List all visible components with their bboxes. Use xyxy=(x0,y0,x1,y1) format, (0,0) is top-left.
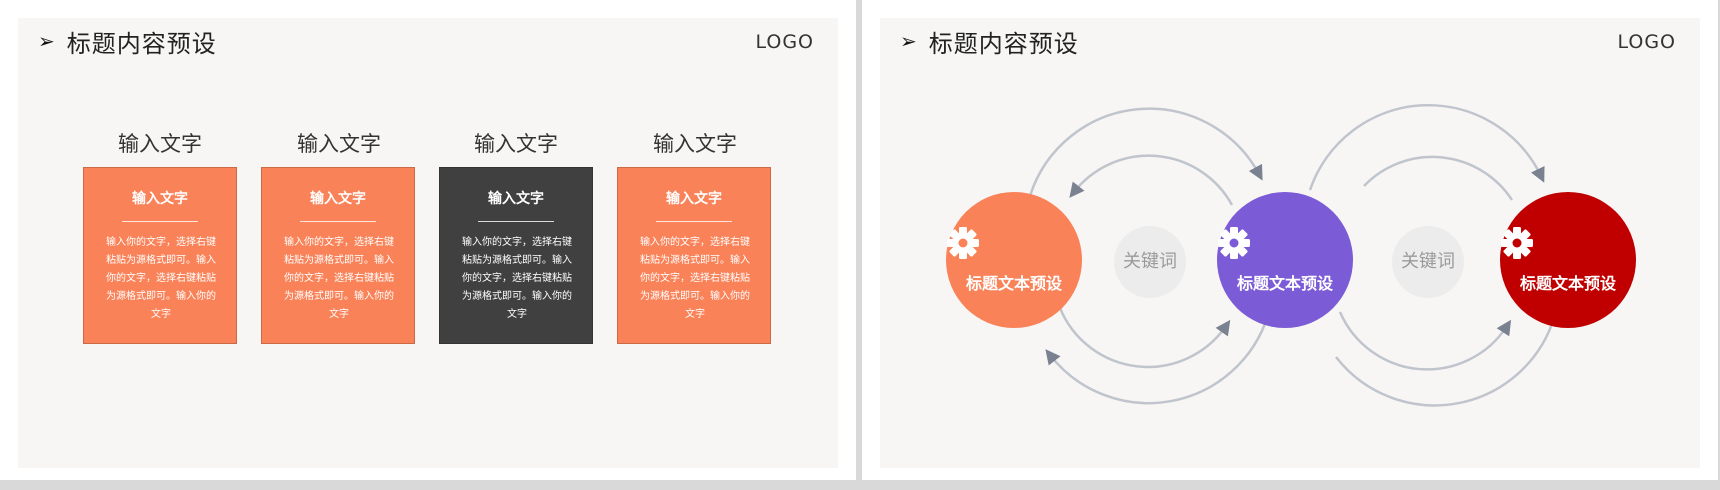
card-divider xyxy=(656,221,732,222)
arc-outer-bottom-1 xyxy=(1045,314,1270,405)
arrow-icon: ➢ xyxy=(900,29,917,53)
topic-circle: 标题文本预设 xyxy=(1217,192,1353,328)
text-card: 输入文字 输入你的文字，选择右键粘贴为源格式即可。输入你的文字，选择右键粘贴为源… xyxy=(439,167,593,344)
logo: LOGO xyxy=(755,31,814,53)
keyword-bubble: 关键词 xyxy=(1114,226,1186,298)
arrow-icon: ➢ xyxy=(38,29,55,53)
keyword-bubble: 关键词 xyxy=(1392,226,1464,298)
logo: LOGO xyxy=(1617,31,1676,53)
card-title: 输入文字 xyxy=(310,191,366,207)
slide-left: ➢ 标题内容预设 LOGO 输入文字 输入文字 输入文字 输入文字 输入文字 输… xyxy=(0,0,856,480)
text-card: 输入文字 输入你的文字，选择右键粘贴为源格式即可。输入你的文字，选择右键粘贴为源… xyxy=(617,167,771,344)
slide-title: 标题内容预设 xyxy=(928,29,1079,58)
circle-label: 标题文本预设 xyxy=(1236,274,1333,293)
gear-icon xyxy=(947,227,979,259)
text-card: 输入文字 输入你的文字，选择右键粘贴为源格式即可。输入你的文字，选择右键粘贴为源… xyxy=(83,167,237,344)
arc-outer-bottom-2 xyxy=(1335,317,1556,407)
arc-inner-bottom-2 xyxy=(1338,311,1512,371)
card-divider xyxy=(122,221,198,222)
column-heading: 输入文字 xyxy=(297,132,381,156)
column-heading: 输入文字 xyxy=(653,132,737,156)
connector-arcs xyxy=(1028,103,1556,407)
topic-circle: 标题文本预设 xyxy=(946,192,1082,328)
gear-icon xyxy=(1218,227,1250,259)
card-divider xyxy=(300,221,376,222)
card-title: 输入文字 xyxy=(132,191,188,207)
circle-label: 标题文本预设 xyxy=(965,274,1062,293)
arc-inner-bottom-1 xyxy=(1058,307,1231,369)
title-row: ➢ 标题内容预设 xyxy=(38,26,217,58)
topic-circle: 标题文本预设 xyxy=(1500,192,1636,328)
column-heading: 输入文字 xyxy=(118,132,202,156)
text-card: 输入文字 输入你的文字，选择右键粘贴为源格式即可。输入你的文字，选择右键粘贴为源… xyxy=(261,167,415,344)
slide-right: ➢ 标题内容预设 LOGO 关键词 关键词 xyxy=(862,0,1718,480)
gear-icon xyxy=(1501,227,1533,259)
slide-title: 标题内容预设 xyxy=(66,29,217,58)
card-text: 输入你的文字，选择右键粘贴为源格式即可。输入你的文字，选择右键粘贴为源格式即可。… xyxy=(640,237,750,320)
card-divider xyxy=(478,221,554,222)
card-title: 输入文字 xyxy=(488,191,544,207)
column-heading: 输入文字 xyxy=(474,132,558,156)
card-text: 输入你的文字，选择右键粘贴为源格式即可。输入你的文字，选择右键粘贴为源格式即可。… xyxy=(462,237,572,320)
title-row: ➢ 标题内容预设 xyxy=(900,26,1079,58)
arc-outer-top-1 xyxy=(1028,107,1263,197)
arc-inner-top-2 xyxy=(1363,155,1514,201)
card-text: 输入你的文字，选择右键粘贴为源格式即可。输入你的文字，选择右键粘贴为源格式即可。… xyxy=(284,237,394,320)
arc-inner-top-1 xyxy=(1069,154,1234,206)
circle-label: 标题文本预设 xyxy=(1519,274,1616,293)
card-text: 输入你的文字，选择右键粘贴为源格式即可。输入你的文字，选择右键粘贴为源格式即可。… xyxy=(106,237,216,320)
card-title: 输入文字 xyxy=(666,191,722,207)
arc-outer-top-2 xyxy=(1308,103,1545,191)
